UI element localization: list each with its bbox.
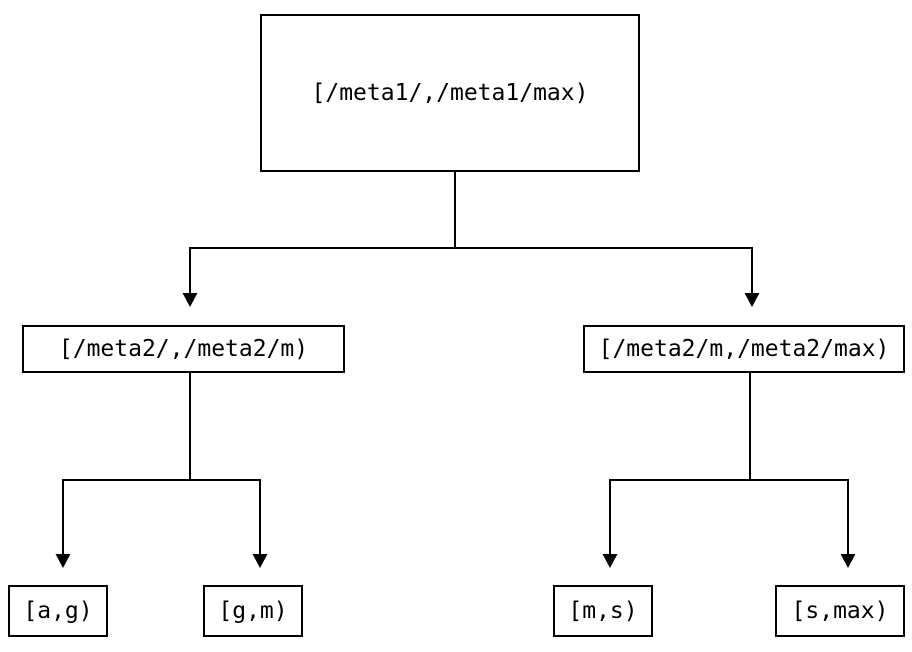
arrowhead-icon	[602, 554, 618, 568]
node-meta1-root: [/meta1/,/meta1/max)	[260, 14, 640, 172]
node-leaf-m-s: [m,s)	[553, 585, 653, 637]
node-leaf-s-max: [s,max)	[775, 585, 905, 637]
node-leaf-g-m: [g,m)	[203, 585, 303, 637]
arrowhead-icon	[252, 554, 268, 568]
edge-root-stem	[189, 172, 753, 293]
arrowhead-icon	[744, 293, 760, 307]
edge-left-subtree	[62, 373, 261, 554]
arrowhead-icon	[55, 554, 71, 568]
arrowhead-icon	[840, 554, 856, 568]
edge-right-subtree	[609, 373, 849, 554]
arrowhead-icon	[182, 293, 198, 307]
node-leaf-a-g: [a,g)	[8, 585, 108, 637]
node-meta2-left: [/meta2/,/meta2/m)	[22, 325, 345, 373]
node-meta2-right: [/meta2/m,/meta2/max)	[583, 325, 905, 373]
